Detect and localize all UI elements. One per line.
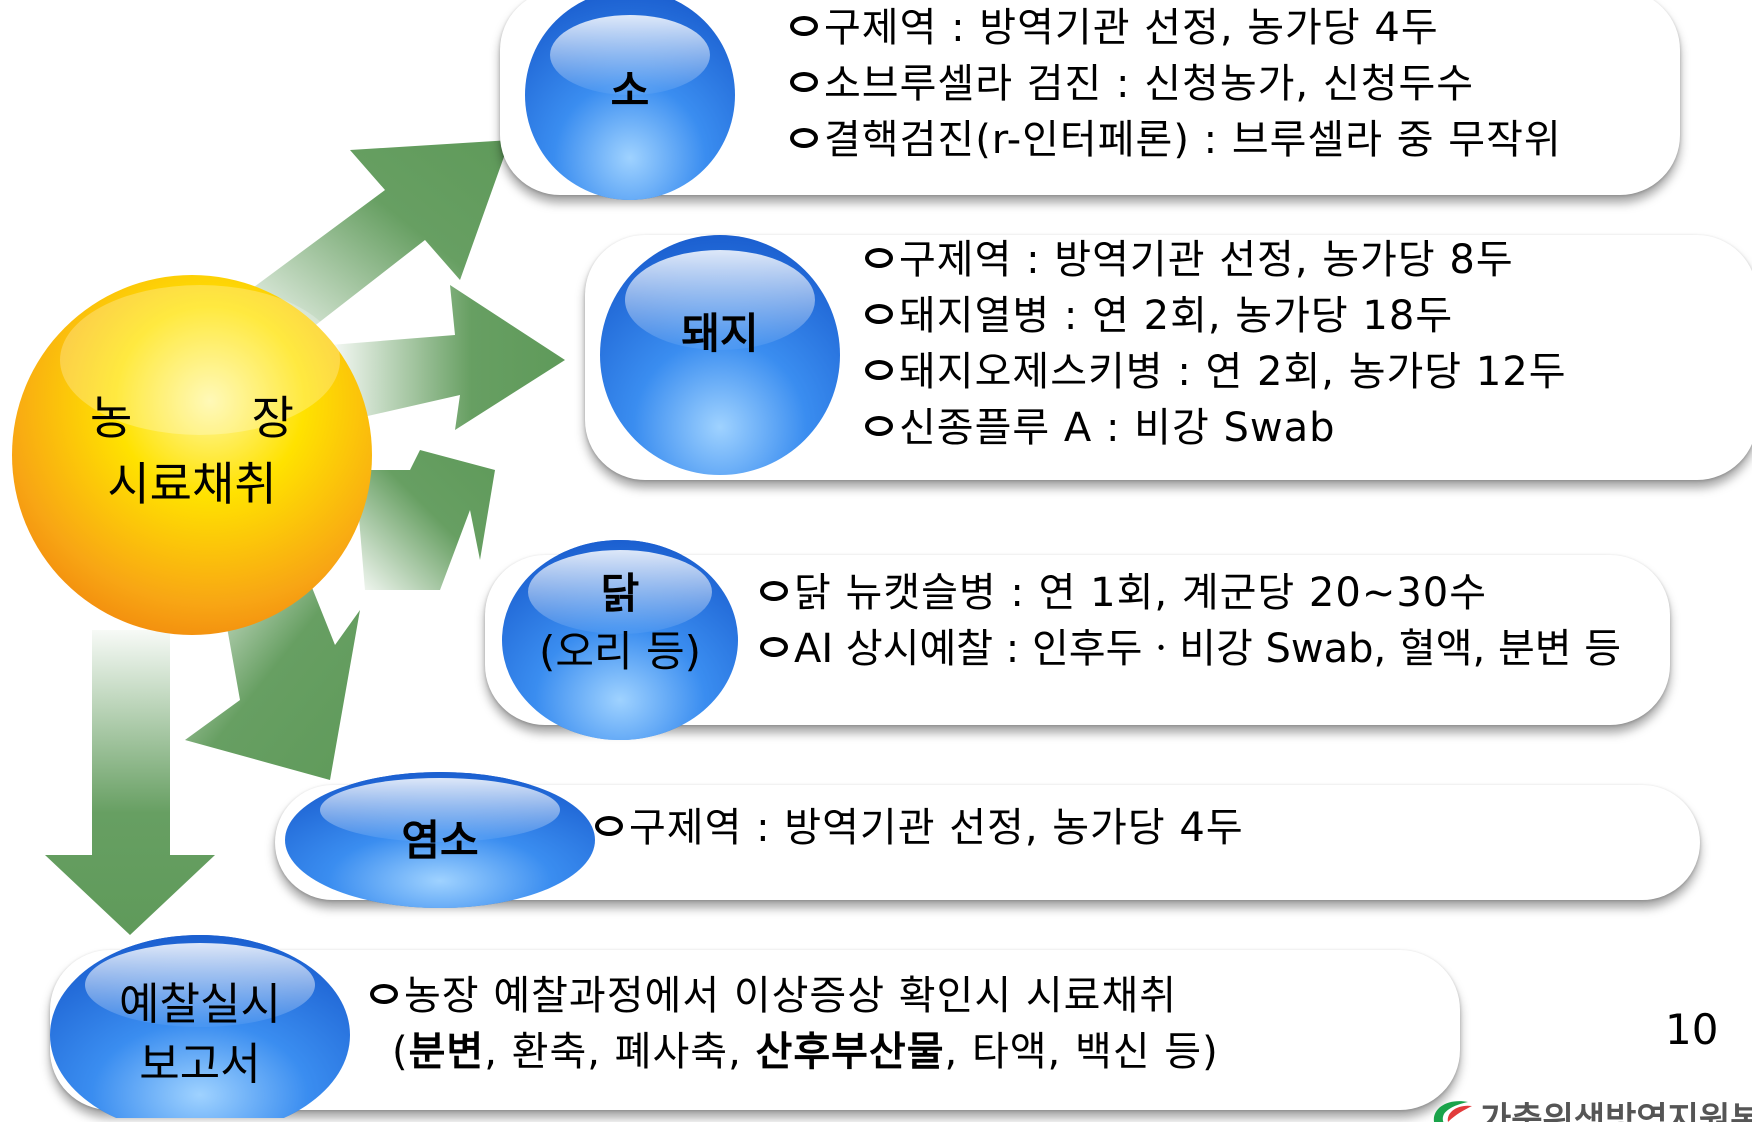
- pig-lines: 구제역 : 방역기관 선정, 농가당 8두 돼지열병 : 연 2회, 농가당 1…: [865, 232, 1567, 456]
- bullet-icon: [370, 984, 398, 1004]
- report-label-2: 보고서: [139, 1039, 261, 1090]
- hub-line1-a: 농: [90, 391, 133, 445]
- list-item: 돼지열병 : 연 2회, 농가당 18두: [865, 288, 1567, 344]
- list-item: AI 상시예찰 : 인후두ㆍ비강 Swab, 혈액, 분변 등: [760, 621, 1621, 677]
- bullet-icon: [760, 637, 788, 657]
- report-label: 예찰실시 보고서: [90, 975, 310, 1095]
- bold-term: 산후부산물: [755, 1029, 945, 1075]
- bold-term: 분변: [408, 1029, 485, 1075]
- bullet-icon: [865, 360, 893, 380]
- hub-line2: 시료채취: [107, 457, 277, 511]
- arrow-to-chicken: [355, 450, 495, 590]
- chicken-label: 닭 (오리 등): [510, 565, 730, 681]
- chicken-lines: 닭 뉴캣슬병 : 연 1회, 계군당 20~30수 AI 상시예찰 : 인후두ㆍ…: [760, 565, 1621, 677]
- goat-label: 염소: [401, 816, 479, 865]
- arrow-to-pig: [330, 285, 565, 430]
- report-label-1: 예찰실시: [119, 979, 281, 1030]
- arrow-to-report: [45, 630, 215, 935]
- cow-label: 소: [610, 66, 650, 115]
- hub-label: 농 장 시료채취: [62, 385, 322, 517]
- list-item: 구제역 : 방역기관 선정, 농가당 4두: [595, 800, 1244, 856]
- hub-circle: [12, 275, 372, 635]
- list-item: 구제역 : 방역기관 선정, 농가당 8두: [865, 232, 1567, 288]
- page-number: 10: [1665, 1005, 1719, 1054]
- arrow-to-cow: [250, 140, 510, 345]
- list-item: 돼지오제스키병 : 연 2회, 농가당 12두: [865, 344, 1567, 400]
- org-logo: 가축위생방역지원본부: [1420, 1092, 1752, 1122]
- list-item: 결핵검진(r-인터페론) : 브루셀라 중 무작위: [790, 112, 1562, 168]
- bullet-icon: [595, 816, 623, 836]
- list-item: 신종플루 A : 비강 Swab: [865, 400, 1567, 456]
- list-item: 구제역 : 방역기관 선정, 농가당 4두: [790, 0, 1562, 56]
- bullet-icon: [865, 416, 893, 436]
- hub-line1-b: 장: [251, 391, 294, 445]
- report-lines: 농장 예찰과정에서 이상증상 확인시 시료채취 (분변, 환축, 폐사축, 산후…: [370, 968, 1219, 1080]
- list-item: 농장 예찰과정에서 이상증상 확인시 시료채취: [370, 968, 1219, 1024]
- list-item: (분변, 환축, 폐사축, 산후부산물, 타액, 백신 등): [392, 1029, 1219, 1075]
- bullet-icon: [865, 304, 893, 324]
- logo-text: 가축위생방역지원본부: [1480, 1100, 1752, 1122]
- pig-label: 돼지: [681, 309, 759, 358]
- goat-lines: 구제역 : 방역기관 선정, 농가당 4두: [595, 800, 1244, 856]
- bullet-icon: [760, 581, 788, 601]
- cow-lines: 구제역 : 방역기관 선정, 농가당 4두 소브루셀라 검진 : 신청농가, 신…: [790, 0, 1562, 168]
- bullet-icon: [790, 16, 818, 36]
- bullet-icon: [865, 248, 893, 268]
- bullet-icon: [790, 128, 818, 148]
- list-item: 소브루셀라 검진 : 신청농가, 신청두수: [790, 56, 1562, 112]
- list-item: 닭 뉴캣슬병 : 연 1회, 계군당 20~30수: [760, 565, 1621, 621]
- chicken-label-main: 닭: [600, 569, 640, 618]
- chicken-label-sub: (오리 등): [538, 627, 702, 676]
- logo-icon: [1433, 1101, 1472, 1122]
- bullet-icon: [790, 72, 818, 92]
